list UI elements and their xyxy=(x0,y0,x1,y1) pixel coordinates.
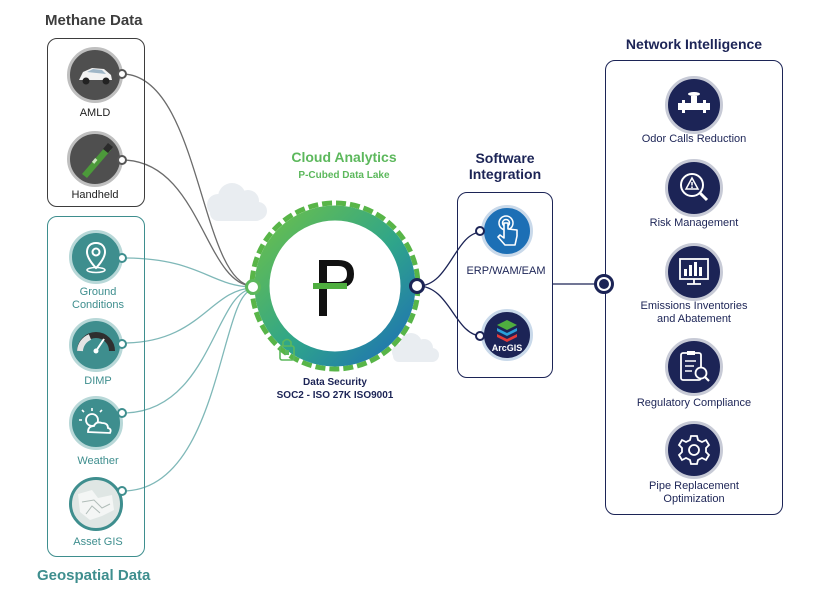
network-input-connector-core xyxy=(599,279,609,289)
geospatial-data-panel xyxy=(47,216,145,557)
weather-connector xyxy=(117,408,127,418)
clipboard-search-icon xyxy=(665,338,723,396)
emissions-inventories-label: Emissions Inventories and Abatement xyxy=(640,300,748,325)
dimp-label: DIMP xyxy=(84,375,112,387)
pipe-icon xyxy=(665,76,723,134)
regulatory-compliance-label: Regulatory Compliance xyxy=(636,397,752,409)
arcgis-logo-text: ArcGIS xyxy=(491,343,523,353)
asset-gis-connector xyxy=(117,486,127,496)
asset-gis-label: Asset GIS xyxy=(73,536,123,548)
amld-label: AMLD xyxy=(79,107,111,119)
weather-sun-cloud-icon xyxy=(69,396,123,450)
pipe-replacement-label: Pipe Replacement Optimization xyxy=(649,480,739,505)
data-security-title: Data Security xyxy=(303,377,367,388)
handheld-label: Handheld xyxy=(71,189,119,201)
arcgis-logo-icon: ArcGIS xyxy=(481,309,533,361)
chart-monitor-icon xyxy=(665,243,723,301)
methane-data-panel xyxy=(47,38,145,207)
geospatial-data-title: Geospatial Data xyxy=(37,567,151,584)
map-icon xyxy=(69,477,123,531)
weather-label: Weather xyxy=(77,455,119,467)
ground-conditions-label: Ground Conditions xyxy=(72,286,124,311)
software-integration-title: Software Integration xyxy=(468,150,542,182)
car-icon xyxy=(67,47,123,103)
erp-wam-eam-label: ERP/WAM/EAM xyxy=(466,265,546,277)
arcgis-connector xyxy=(475,331,485,341)
odor-calls-label: Odor Calls Reduction xyxy=(641,133,747,145)
cloud-analytics-subtitle: P-Cubed Data Lake xyxy=(298,170,390,181)
data-security-standards: SOC2 - ISO 27K ISO9001 xyxy=(276,390,394,401)
cloud-analytics-title: Cloud Analytics xyxy=(291,149,397,165)
risk-management-label: Risk Management xyxy=(649,217,739,229)
software-integration-panel xyxy=(457,192,553,378)
touch-hand-icon xyxy=(481,205,533,257)
dimp-connector xyxy=(117,339,127,349)
cloud-output-connector xyxy=(409,278,425,294)
network-intelligence-title: Network Intelligence xyxy=(625,36,763,52)
gear-icon xyxy=(665,421,723,479)
risk-warning-icon xyxy=(665,159,723,217)
ground-conditions-connector xyxy=(117,253,127,263)
handheld-connector xyxy=(117,155,127,165)
amld-connector xyxy=(117,69,127,79)
erp-connector xyxy=(475,226,485,236)
cloud-input-connector xyxy=(245,279,261,295)
methane-data-title: Methane Data xyxy=(45,12,143,29)
